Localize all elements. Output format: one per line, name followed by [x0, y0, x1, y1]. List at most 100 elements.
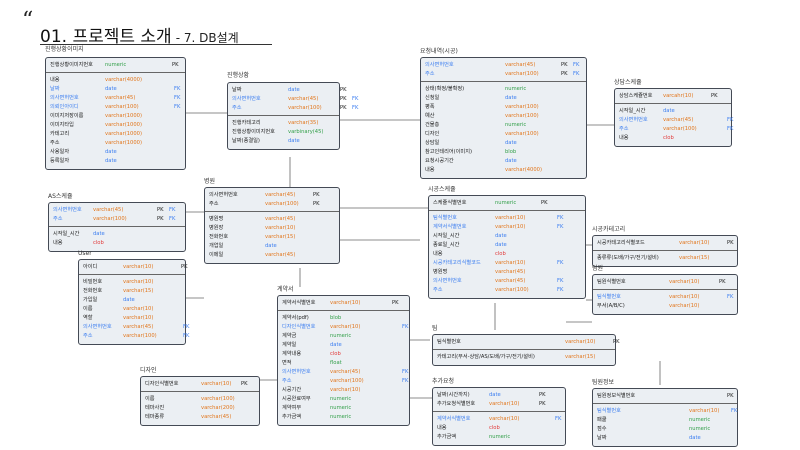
column-type: varchar(100) — [505, 131, 539, 137]
column-name: 주소 — [83, 333, 93, 339]
column-name: 병원명 — [433, 269, 448, 275]
foreign-key-marker: FK — [183, 324, 190, 330]
column-name: 시작일_시간 — [53, 231, 80, 237]
column-type: numeric — [495, 200, 517, 206]
foreign-key-marker: FK — [731, 408, 738, 414]
key-marker: PK — [561, 62, 568, 68]
column-name: 병원명 — [209, 216, 224, 222]
column-type: varchar(100) — [288, 105, 322, 111]
column-type: varchar(35) — [288, 120, 319, 126]
column-name: 아이디 — [83, 264, 98, 270]
column-name: 상담일 — [425, 140, 440, 146]
pk-divider — [615, 103, 731, 104]
column-name: 계약서식별번호 — [433, 224, 467, 230]
column-name: 주소 — [619, 126, 629, 132]
foreign-key-marker: FK — [174, 86, 181, 92]
table-row: 날짜(종결일)date — [232, 137, 335, 145]
column-type: varchar(45) — [201, 414, 232, 420]
quote-mark: “ — [22, 8, 34, 33]
column-type: varchar(10) — [123, 315, 154, 321]
column-type: numeric — [330, 333, 352, 339]
key-marker: PK — [157, 207, 164, 213]
table-title: AS스케쥴 — [48, 193, 73, 200]
foreign-key-marker: FK — [727, 126, 734, 132]
column-name: 내용 — [425, 167, 435, 173]
column-type: varchar(1000) — [105, 113, 142, 119]
column-type: varchar(100) — [201, 396, 235, 402]
column-name: 의사면허번호 — [433, 278, 462, 284]
column-type: numeric — [330, 405, 352, 411]
column-name: 사용일자 — [50, 149, 70, 155]
pk-divider — [593, 289, 737, 290]
column-type: varchar(45) — [330, 369, 361, 375]
column-name: 주소 — [425, 71, 435, 77]
column-type: date — [288, 138, 300, 144]
key-marker: PK — [181, 264, 188, 270]
table-title: 병원 — [204, 178, 216, 185]
column-type: varchar(4000) — [505, 167, 542, 173]
pk-divider — [421, 81, 586, 82]
column-type: varchar(100) — [505, 104, 539, 110]
table-title: 진행상황 — [227, 72, 250, 79]
column-name: 시공기간 — [282, 387, 302, 393]
column-name: 디자인식별번호 — [145, 381, 179, 387]
column-name: 가입일 — [83, 297, 98, 303]
table-title: 진행상황이미지 — [45, 46, 84, 53]
foreign-key-marker: FK — [555, 416, 562, 422]
column-type: varchar(45) — [105, 95, 136, 101]
table-title: User — [78, 250, 92, 257]
column-type: varchar(10) — [489, 416, 520, 422]
column-name: 디자인식별번호 — [282, 324, 316, 330]
column-name: 내용 — [437, 425, 447, 431]
table-title: 시공스케쥴 — [428, 186, 456, 193]
column-type: numeric — [689, 417, 711, 423]
foreign-key-marker: FK — [557, 278, 564, 284]
key-marker: PK — [340, 87, 347, 93]
column-name: 시공카테고리식별코드 — [433, 260, 481, 266]
table-row: 카테고리(부서-상담/AS/도배/가구/전기/설비)varchar(15) — [437, 353, 611, 361]
table-row: 부서(A/B/C)varchar(10) — [597, 302, 733, 310]
column-type: varchar(10) — [495, 215, 526, 221]
key-marker: PK — [392, 300, 399, 306]
foreign-key-marker: FK — [573, 71, 580, 77]
column-type: varchar(1000) — [105, 131, 142, 137]
column-type: date — [663, 108, 675, 114]
column-type: varchar(45) — [495, 269, 526, 275]
column-type: varchar(100) — [495, 287, 529, 293]
column-type: varchar(10) — [495, 260, 526, 266]
table-title: 팀 — [432, 325, 438, 332]
column-name: 팀식별번호 — [597, 408, 621, 414]
column-type: varchar(45) — [93, 207, 124, 213]
column-type: varchar(4000) — [105, 77, 142, 83]
